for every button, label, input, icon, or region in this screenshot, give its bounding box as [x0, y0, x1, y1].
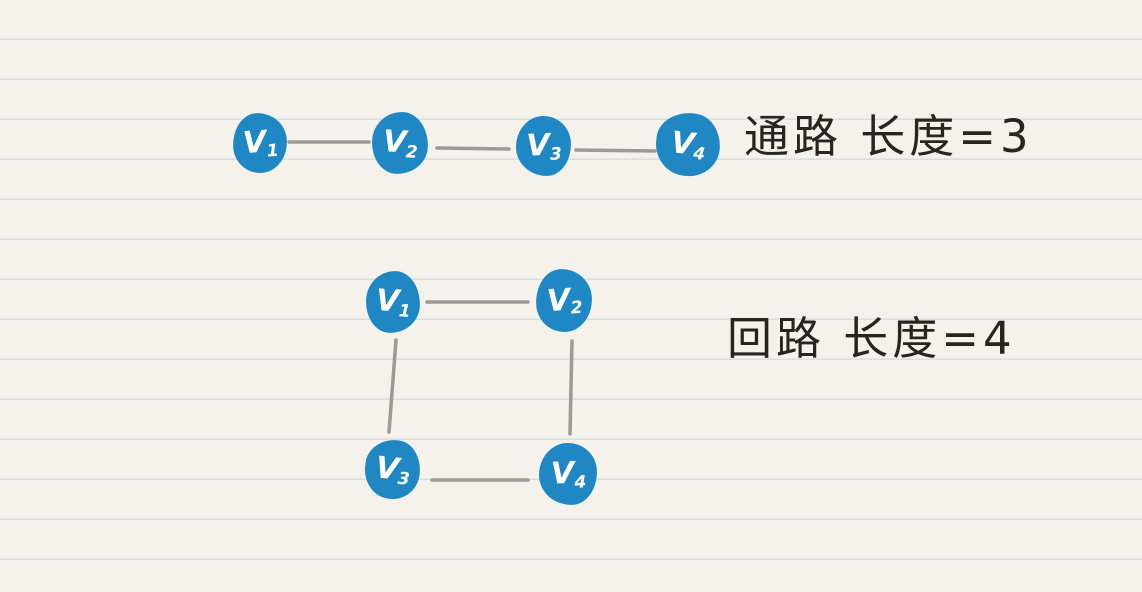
node-label-subscript: 4	[574, 471, 587, 493]
node-label: V	[241, 124, 267, 162]
cycle-annotation: 回路 长度=4	[727, 312, 1016, 365]
path-annotation: 通路 长度=3	[744, 110, 1033, 163]
node-label-subscript: 3	[396, 468, 411, 490]
node-label: V	[382, 124, 407, 161]
node-label-subscript: 4	[692, 143, 707, 165]
node-label-subscript: 2	[405, 141, 419, 163]
node-label-subscript: 1	[398, 300, 412, 322]
path-edge-v2-v3	[435, 146, 511, 151]
node-label-subscript: 2	[570, 297, 584, 319]
node-label: V	[373, 449, 400, 487]
node-label: V	[550, 455, 574, 492]
node-label: V	[669, 124, 696, 162]
node-label: V	[375, 283, 400, 320]
path-edge-v3-v4	[574, 148, 657, 153]
node-label: V	[525, 127, 550, 164]
node-label-subscript: 3	[549, 143, 563, 165]
node-label: V	[545, 282, 571, 319]
node-label-subscript: 1	[266, 140, 280, 162]
cycle-edge-v2-v4	[568, 339, 574, 436]
cycle-edge-v1-v3	[387, 338, 398, 434]
